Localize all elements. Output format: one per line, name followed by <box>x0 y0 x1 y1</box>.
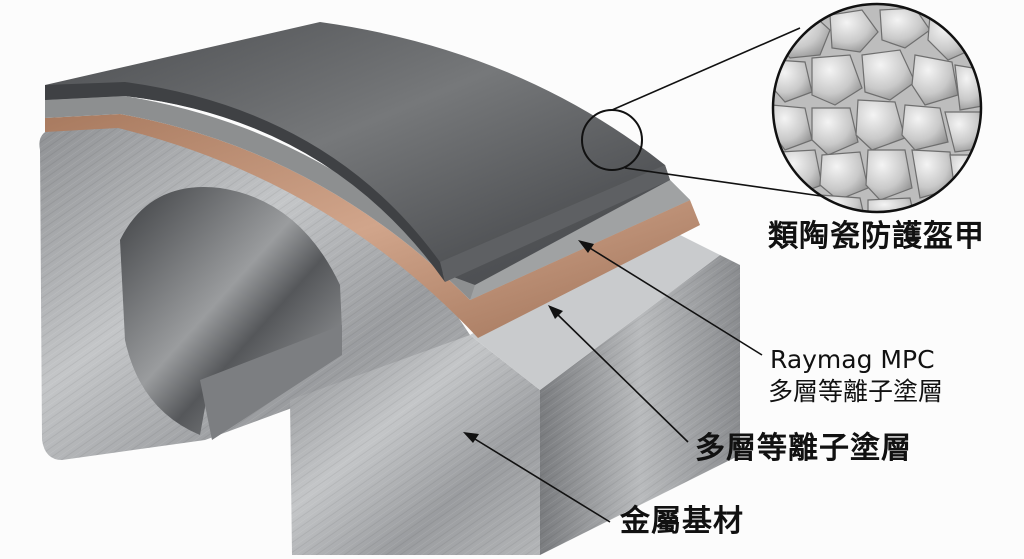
label-metal-substrate: 金屬基材 <box>620 504 744 539</box>
plasma-coating-layer <box>45 114 700 338</box>
metal-substrate <box>39 122 740 555</box>
arrow-mpc <box>578 240 763 356</box>
magnify-leader-bottom <box>624 167 836 199</box>
label-ceramic-armor: 類陶瓷防護盔甲 <box>768 219 985 254</box>
mpc-coating-layer <box>45 96 690 300</box>
arrow-metal-substrate <box>463 432 611 523</box>
ceramic-armor-layer <box>45 22 670 285</box>
microstructure-magnifier <box>771 2 983 214</box>
label-mpc-line1: Raymag MPC <box>770 345 935 374</box>
magnify-leader-top <box>611 27 801 111</box>
arrow-plasma-coating <box>548 305 689 443</box>
label-plasma-coating: 多層等離子塗層 <box>695 431 912 466</box>
label-mpc-line2: 多層等離子塗層 <box>768 377 944 406</box>
